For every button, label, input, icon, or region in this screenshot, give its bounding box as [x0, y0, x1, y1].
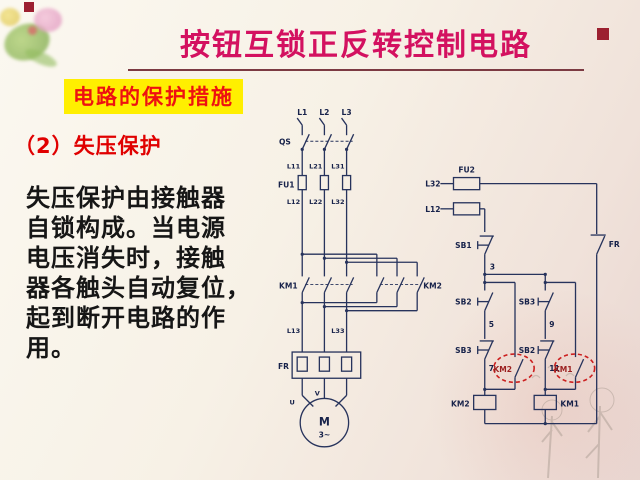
- red-square-decoration-left: [24, 2, 34, 12]
- main-phase-wires: [300, 189, 418, 277]
- km2-main-contacts: KM2: [300, 277, 442, 313]
- km1-main-label: KM1: [279, 281, 298, 290]
- red-highlight-ellipse-right: [553, 353, 596, 384]
- wire-number-7: 7: [489, 364, 494, 373]
- control-feed: L32 FU2 L12: [425, 166, 598, 235]
- fr-control-label: FR: [609, 240, 620, 249]
- km1-selflock-label: KM1: [554, 365, 573, 374]
- fu1-label: FU1: [278, 181, 295, 190]
- bottom-bus: [484, 422, 597, 426]
- motor-letter: M: [319, 416, 330, 429]
- wire-labels-lower: L13 L33: [287, 327, 345, 335]
- flower-petal-shape: [34, 8, 62, 32]
- wire-number-3: 3: [490, 262, 495, 271]
- wire-label-l33: L33: [331, 327, 345, 335]
- subtitle-highlight: 电路的保护措施: [64, 79, 243, 114]
- wire-number-5: 5: [489, 320, 494, 329]
- motor: V U M 3~: [289, 389, 350, 448]
- right-selflock-branch: KM1: [543, 280, 596, 390]
- fu2-fuse-bottom: [452, 202, 481, 216]
- km2-selflock-label: KM2: [493, 365, 512, 374]
- km2-coil-label: KM2: [451, 399, 470, 408]
- body-line-6: 用。: [26, 334, 76, 362]
- body-line-3: 电压消失时，接触: [26, 244, 226, 272]
- red-highlight-ellipse-left: [493, 353, 535, 384]
- wire-label-l12: L12: [287, 198, 300, 206]
- left-selflock-branch: KM2: [483, 280, 535, 390]
- sb3-start-label: SB3: [519, 298, 535, 307]
- right-branch: SB3 9 SB2 11 KM1: [519, 274, 579, 424]
- phase-label-l1: L1: [297, 108, 307, 117]
- terminal-v-label: V: [315, 389, 321, 397]
- three-phase-supply: L1 L2 L3: [296, 108, 352, 136]
- red-square-decoration-right: [597, 28, 609, 40]
- wire-labels-upper: L11 L21 L31: [287, 162, 345, 170]
- section-heading: （2）失压保护: [14, 134, 162, 158]
- terminal-u-label: U: [289, 398, 294, 406]
- fu2-label: FU2: [458, 166, 475, 175]
- wire-label-l22: L22: [309, 198, 322, 206]
- wire-label-l11: L11: [287, 162, 301, 170]
- sb2-interlock-label: SB2: [519, 346, 535, 355]
- wire-label-l13: L13: [287, 327, 301, 335]
- feed-l32-label: L32: [425, 180, 440, 189]
- sb1-label: SB1: [455, 241, 471, 250]
- fr-main-label: FR: [278, 362, 289, 371]
- left-branch: SB2 5 SB3 7 KM2: [451, 274, 497, 424]
- body-paragraph: 失压保护由接触器 自锁构成。当电源 电压消失时，接触 器各触头自动复位， 起到断…: [26, 183, 288, 363]
- sb3-interlock-label: SB3: [455, 346, 471, 355]
- wire-label-l21: L21: [309, 162, 323, 170]
- qs-label: QS: [279, 137, 291, 146]
- circuit-diagram: L1 L2 L3 QS L11 L21 L31 FU1 L12 L22 L32: [278, 108, 620, 448]
- feed-l12-label: L12: [425, 205, 440, 214]
- wire-label-l31: L31: [331, 162, 345, 170]
- fr-thermal-relay: FR: [278, 351, 362, 407]
- body-line-5: 起到断开电路的作: [26, 304, 226, 332]
- body-line-1: 失压保护由接触器: [26, 184, 226, 212]
- km1-main-contacts: KM1: [279, 277, 355, 353]
- wire-number-9: 9: [549, 320, 554, 329]
- fu2-fuse-top: [452, 176, 481, 191]
- qs-disconnect-switch: QS: [279, 133, 355, 176]
- km2-coil: [473, 394, 497, 411]
- fr-nc-contact: FR: [590, 234, 620, 424]
- body-line-4: 器各触头自动复位，: [26, 274, 251, 302]
- flower-petal-shape: [0, 8, 20, 26]
- body-line-2: 自锁构成。当电源: [26, 214, 226, 242]
- km1-coil-label: KM1: [560, 399, 579, 408]
- motor-phase-label: 3~: [319, 431, 331, 440]
- wire-label-l32: L32: [331, 198, 344, 206]
- km2-main-label: KM2: [423, 281, 442, 290]
- wire-labels-mid: L12 L22 L32: [287, 198, 345, 206]
- fu1-fuses: FU1: [278, 174, 352, 191]
- phase-label-l3: L3: [342, 108, 352, 117]
- sb2-start-label: SB2: [455, 298, 471, 307]
- phase-label-l2: L2: [319, 108, 329, 117]
- page-title: 按钮互锁正反转控制电路: [128, 20, 584, 71]
- flower-center-shape: [28, 26, 37, 35]
- sb1-stop-button: SB1 3: [455, 235, 495, 275]
- km1-coil: [533, 394, 558, 411]
- branch-split: [483, 272, 547, 276]
